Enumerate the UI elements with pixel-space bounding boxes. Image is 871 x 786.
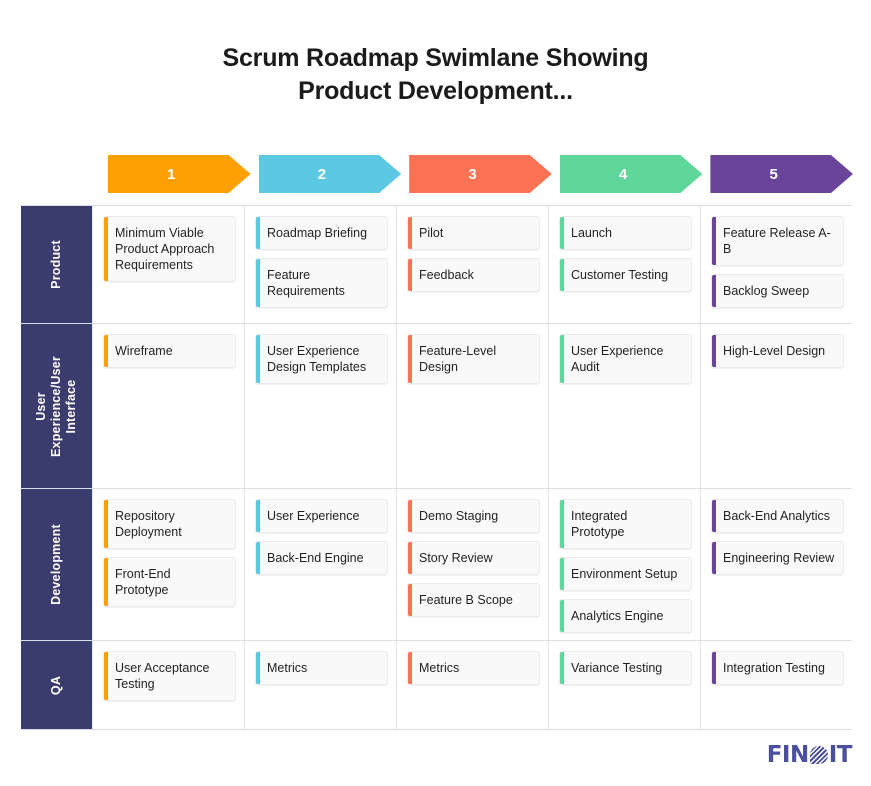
task-card[interactable]: Metrics bbox=[255, 651, 388, 685]
swimlane-cell: Variance Testing bbox=[548, 641, 700, 729]
task-card[interactable]: Feature-Level Design bbox=[407, 334, 540, 384]
task-card[interactable]: Feature Requirements bbox=[255, 258, 388, 308]
swimlane-cell: Metrics bbox=[244, 641, 396, 729]
phase-chevron-3[interactable]: 3 bbox=[409, 155, 552, 193]
task-card[interactable]: Customer Testing bbox=[559, 258, 692, 292]
logo-striped-circle-icon bbox=[809, 746, 828, 764]
swimlane-row-label: QA bbox=[21, 641, 92, 729]
task-card[interactable]: Demo Staging bbox=[407, 499, 540, 533]
task-card[interactable]: Feedback bbox=[407, 258, 540, 292]
logo-text-fin: FIN bbox=[766, 741, 810, 768]
task-card[interactable]: Feature Release A-B bbox=[711, 216, 844, 266]
phase-chevron-4[interactable]: 4 bbox=[560, 155, 703, 193]
swimlane-row-cells: User Acceptance Testing Metrics Metrics Var… bbox=[92, 641, 852, 729]
swimlane-cell: User Acceptance Testing bbox=[92, 641, 244, 729]
swimlane-table: Product Minimum Viable Product Approach R… bbox=[21, 205, 852, 730]
task-card[interactable]: Back-End Engine bbox=[255, 541, 388, 575]
logo-text-it: IT bbox=[828, 741, 853, 768]
phase-chevron-5[interactable]: 5 bbox=[710, 155, 853, 193]
phase-header-row: 1 2 3 4 5 bbox=[108, 155, 853, 193]
phase-number-label: 3 bbox=[468, 165, 477, 183]
task-card[interactable]: User Acceptance Testing bbox=[103, 651, 236, 701]
swimlane-row: Product Minimum Viable Product Approach R… bbox=[21, 206, 852, 324]
task-card[interactable]: Feature B Scope bbox=[407, 583, 540, 617]
task-card[interactable]: Analytics Engine bbox=[559, 599, 692, 633]
phase-number-label: 1 bbox=[167, 165, 176, 183]
task-card[interactable]: Engineering Review bbox=[711, 541, 844, 575]
task-card[interactable]: Roadmap Briefing bbox=[255, 216, 388, 250]
task-card[interactable]: Wireframe bbox=[103, 334, 236, 368]
swimlane-cell: High-Level Design bbox=[700, 324, 852, 488]
swimlane-cell: Minimum Viable Product Approach Requirem… bbox=[92, 206, 244, 323]
task-card[interactable]: Launch bbox=[559, 216, 692, 250]
swimlane-cell: Feature-Level Design bbox=[396, 324, 548, 488]
swimlane-row-label-text: Development bbox=[49, 524, 64, 605]
task-card[interactable]: Back-End Analytics bbox=[711, 499, 844, 533]
phase-chevron-1[interactable]: 1 bbox=[108, 155, 251, 193]
task-card[interactable]: User Experience Design Templates bbox=[255, 334, 388, 384]
swimlane-row-label-text: User Experience/User Interface bbox=[34, 355, 79, 457]
task-card[interactable]: Pilot bbox=[407, 216, 540, 250]
swimlane-cell: Feature Release A-B Backlog Sweep bbox=[700, 206, 852, 323]
page-title: Scrum Roadmap Swimlane Showing Product D… bbox=[222, 44, 649, 105]
task-card[interactable]: Environment Setup bbox=[559, 557, 692, 591]
swimlane-cell: Integration Testing bbox=[700, 641, 852, 729]
swimlane-row-label-text: QA bbox=[49, 675, 63, 695]
phase-chevron-2[interactable]: 2 bbox=[259, 155, 402, 193]
task-card[interactable]: Metrics bbox=[407, 651, 540, 685]
swimlane-row-cells: Minimum Viable Product Approach Requirem… bbox=[92, 206, 852, 323]
task-card[interactable]: Variance Testing bbox=[559, 651, 692, 685]
swimlane-row-cells: Wireframe User Experience Design Template… bbox=[92, 324, 852, 488]
finoit-logo: FIN IT bbox=[766, 741, 853, 768]
swimlane-cell: Wireframe bbox=[92, 324, 244, 488]
task-card[interactable]: Integration Testing bbox=[711, 651, 844, 685]
swimlane-row-label-text: Product bbox=[49, 240, 63, 289]
task-card[interactable]: Repository Deployment bbox=[103, 499, 236, 549]
swimlane-row-label: Development bbox=[21, 489, 92, 640]
swimlane-row: QA User Acceptance Testing Metrics Metrics V… bbox=[21, 641, 852, 729]
task-card[interactable]: User Experience bbox=[255, 499, 388, 533]
swimlane-row-label: User Experience/User Interface bbox=[21, 324, 92, 488]
swimlane-cell: User Experience Audit bbox=[548, 324, 700, 488]
phase-number-label: 5 bbox=[769, 165, 778, 183]
swimlane-row: User Experience/User Interface Wireframe U… bbox=[21, 324, 852, 489]
task-card[interactable]: Integrated Prototype bbox=[559, 499, 692, 549]
task-card[interactable]: Front-End Prototype bbox=[103, 557, 236, 607]
swimlane-row-label: Product bbox=[21, 206, 92, 323]
phase-number-label: 4 bbox=[618, 165, 628, 183]
task-card[interactable]: Backlog Sweep bbox=[711, 274, 844, 308]
swimlane-cell: Metrics bbox=[396, 641, 548, 729]
task-card[interactable]: High-Level Design bbox=[711, 334, 844, 368]
task-card[interactable]: Minimum Viable Product Approach Requirem… bbox=[103, 216, 236, 282]
phase-number-label: 2 bbox=[317, 165, 327, 183]
swimlane-cell: User Experience Design Templates bbox=[244, 324, 396, 488]
task-card[interactable]: User Experience Audit bbox=[559, 334, 692, 384]
task-card[interactable]: Story Review bbox=[407, 541, 540, 575]
